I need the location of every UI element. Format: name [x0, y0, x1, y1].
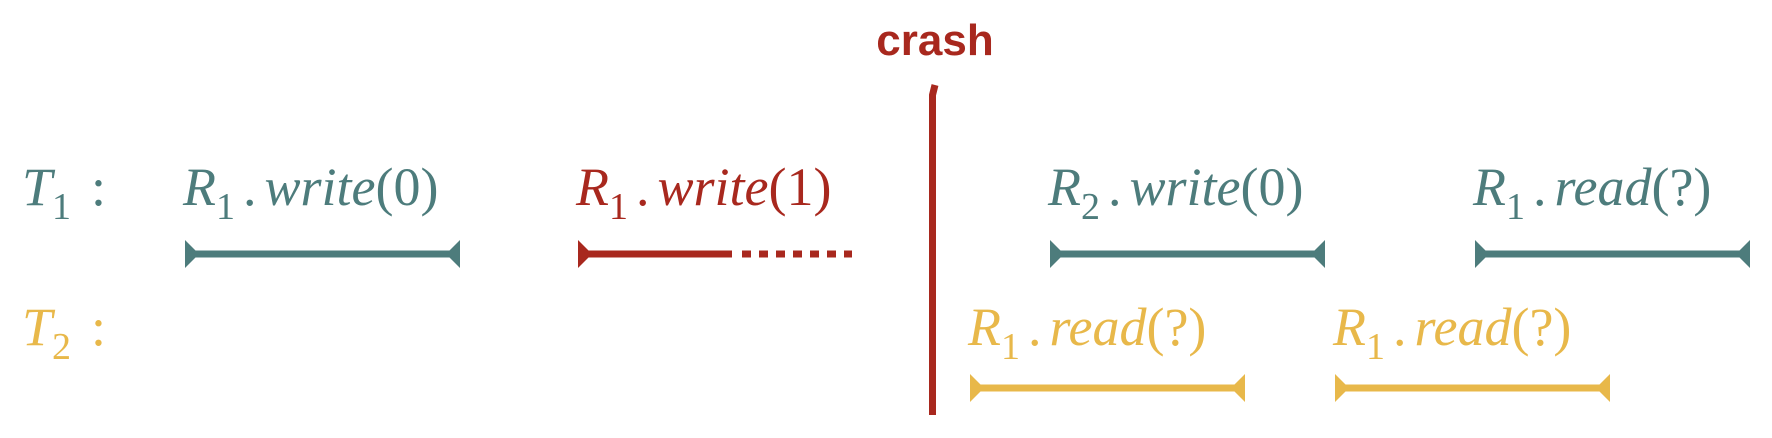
operation-name: read [1050, 297, 1148, 357]
interval-end-cap [1736, 240, 1750, 268]
operation-label: R1.write(1) [575, 157, 831, 228]
operation-name: write [265, 157, 376, 217]
operation-label: R1.read(?) [967, 297, 1206, 368]
crash-line-stroke [929, 84, 939, 415]
operation-t2-1: R1.read(?) [967, 297, 1245, 402]
operation-dot: . [1108, 157, 1122, 217]
register-name: R [575, 157, 609, 217]
crash-label: crash [876, 16, 993, 65]
operation-label: R1.write(0) [182, 157, 438, 228]
operation-dot: . [1393, 297, 1407, 357]
register-index: 1 [1001, 326, 1020, 368]
thread-label-colon: : [91, 297, 106, 357]
register-name: R [182, 157, 216, 217]
register-index: 1 [609, 186, 628, 228]
thread-label-t2: T2: [22, 297, 106, 368]
operation-argument: (0) [1241, 157, 1304, 217]
thread-label-main: T [22, 297, 56, 357]
operation-t1-4: R1.read(?) [1472, 157, 1750, 268]
operation-label: R2.write(0) [1047, 157, 1303, 228]
operation-dot: . [1533, 157, 1547, 217]
operation-dot: . [1028, 297, 1042, 357]
thread-label-sub: 2 [52, 326, 71, 368]
operation-argument: (0) [376, 157, 439, 217]
operation-t1-2: R1.write(1) [575, 157, 852, 268]
register-index: 1 [216, 186, 235, 228]
operation-name: read [1415, 297, 1513, 357]
register-name: R [1332, 297, 1366, 357]
thread-label-colon: : [91, 157, 106, 217]
thread-labels: T1:T2: [22, 157, 106, 368]
register-index: 2 [1081, 186, 1100, 228]
operation-t1-3: R2.write(0) [1047, 157, 1325, 268]
thread-label-t1: T1: [22, 157, 106, 228]
operation-t2-2: R1.read(?) [1332, 297, 1610, 402]
register-name: R [1472, 157, 1506, 217]
register-name: R [967, 297, 1001, 357]
operation-argument: (1) [769, 157, 832, 217]
operation-name: write [1130, 157, 1241, 217]
thread-label-main: T [22, 157, 56, 217]
register-index: 1 [1366, 326, 1385, 368]
interval-end-cap [1596, 374, 1610, 402]
operation-name: write [658, 157, 769, 217]
operation-name: read [1555, 157, 1653, 217]
interval-end-cap [1231, 374, 1245, 402]
interval-end-cap [446, 240, 460, 268]
operation-argument: (?) [1511, 297, 1571, 357]
operation-argument: (?) [1651, 157, 1711, 217]
thread-label-sub: 1 [52, 186, 71, 228]
operation-label: R1.read(?) [1472, 157, 1711, 228]
crash-line [929, 84, 939, 415]
operations: R1.write(0)R1.write(1)R2.write(0)R1.read… [182, 157, 1750, 402]
operation-dot: . [636, 157, 650, 217]
operation-argument: (?) [1146, 297, 1206, 357]
operation-label: R1.read(?) [1332, 297, 1571, 368]
register-index: 1 [1506, 186, 1525, 228]
operation-dot: . [243, 157, 257, 217]
operation-t1-1: R1.write(0) [182, 157, 460, 268]
register-name: R [1047, 157, 1081, 217]
interval-end-cap [1311, 240, 1325, 268]
